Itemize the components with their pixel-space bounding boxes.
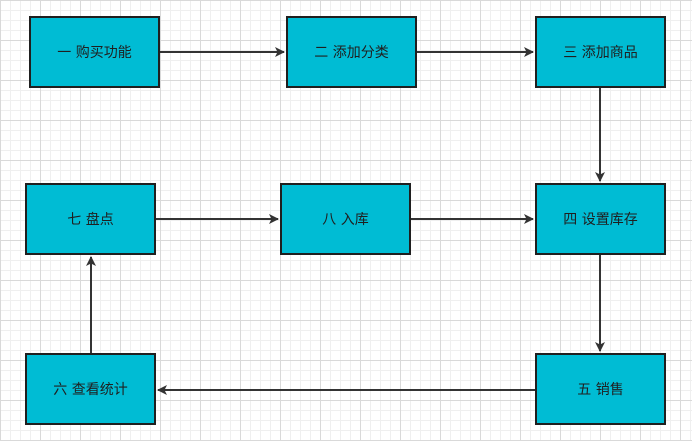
node-set-inventory[interactable]: 四 设置库存 (535, 183, 666, 255)
node-sales[interactable]: 五 销售 (535, 353, 666, 425)
node-label: 八 入库 (322, 212, 369, 228)
node-label: 七 盘点 (67, 212, 114, 228)
node-label: 四 设置库存 (563, 212, 638, 228)
node-label: 六 查看统计 (53, 382, 128, 398)
node-stocktake[interactable]: 七 盘点 (25, 183, 156, 255)
node-label: 二 添加分类 (314, 45, 389, 61)
node-stock-in[interactable]: 八 入库 (280, 183, 411, 255)
node-label: 三 添加商品 (563, 45, 638, 61)
node-label: 一 购买功能 (57, 45, 132, 61)
node-view-statistics[interactable]: 六 查看统计 (25, 353, 156, 425)
node-add-product[interactable]: 三 添加商品 (535, 16, 666, 88)
node-label: 五 销售 (577, 382, 624, 398)
node-purchase-feature[interactable]: 一 购买功能 (29, 16, 160, 88)
node-add-category[interactable]: 二 添加分类 (286, 16, 417, 88)
